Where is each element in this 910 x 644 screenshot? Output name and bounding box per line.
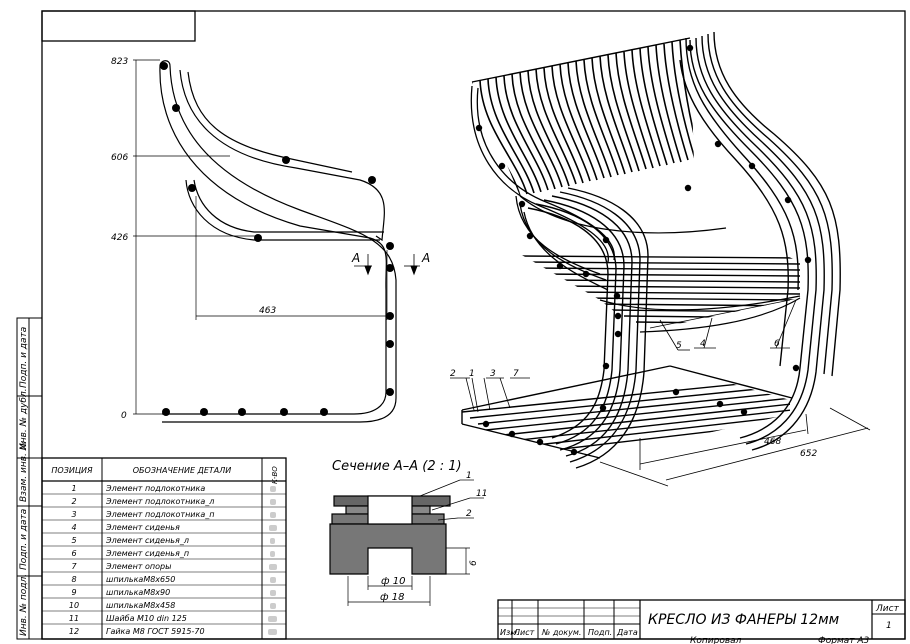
table-row-5-name: Элемент сиденья_л — [105, 536, 189, 545]
table-row-1-pos: 1 — [71, 484, 76, 493]
table-row-11-name: Шайба М10 din 125 — [106, 614, 187, 623]
section-dim-6: 6 — [469, 560, 479, 566]
iso-callout-1: 1 — [469, 369, 475, 379]
side-label-sign-date: Подп. и дата — [19, 327, 29, 388]
table-row-2-pos: 2 — [71, 497, 76, 506]
table-row-4-name: Элемент сиденья — [105, 523, 180, 532]
table-row-6-pos: 6 — [71, 549, 76, 558]
tb-col-doc: № докум. — [541, 628, 581, 637]
dim-606: 606 — [111, 153, 128, 163]
table-row-9-name: шпилькаМ8х90 — [106, 588, 170, 597]
table-row-3-pos: 3 — [71, 510, 76, 519]
parts-table — [41, 457, 287, 640]
section-title: Сечение А–А (2 : 1) — [332, 459, 462, 474]
tb-col-sign: Подп. — [588, 628, 612, 637]
tb-copied: Копировал — [690, 636, 742, 644]
dim-823: 823 — [111, 57, 128, 67]
side-view — [133, 59, 420, 423]
table-row-2-name: Элемент подлокотника_л — [105, 497, 214, 506]
qty-blurred-marks — [268, 486, 277, 635]
section-dim-d18: ф 18 — [380, 592, 404, 603]
table-header-pos: ПОЗИЦИЯ — [51, 466, 93, 475]
table-row-12-name: Гайка М8 ГОСТ 5915-70 — [106, 627, 205, 636]
section-callout-11: 11 — [476, 489, 487, 499]
title-block — [497, 599, 906, 640]
side-label-dupl: Инв. № дубл. — [19, 388, 29, 450]
iso-callout-3: 3 — [490, 369, 496, 379]
top-left-stamp — [41, 10, 196, 42]
table-row-4-pos: 4 — [71, 523, 76, 532]
iso-callout-5: 5 — [676, 341, 682, 351]
table-row-6-name: Элемент сиденья_п — [105, 549, 189, 558]
section-dim-d10: ф 10 — [381, 576, 405, 587]
tb-format: Формат А3 — [818, 636, 870, 644]
table-row-10-name: шпилькаМ8х458 — [106, 601, 175, 610]
table-row-5-pos: 5 — [71, 536, 76, 545]
tb-sheet-number: 1 — [886, 621, 892, 631]
table-row-3-name: Элемент подлокотника_п — [105, 510, 214, 519]
table-header-qty: К-ВО — [271, 466, 279, 484]
section-marker-left: А — [351, 251, 360, 265]
table-row-1-name: Элемент подлокотника — [105, 484, 205, 493]
section-callout-1: 1 — [466, 471, 472, 481]
section-view — [329, 479, 484, 606]
side-label-replace: Взам. инв. № — [19, 441, 29, 502]
iso-callout-4: 4 — [700, 339, 706, 349]
table-row-11-pos: 11 — [69, 614, 79, 623]
section-marker-right: А — [421, 251, 430, 265]
tb-sheet-label: Лист — [875, 604, 900, 614]
table-row-12-pos: 12 — [69, 627, 79, 636]
table-row-7-pos: 7 — [71, 562, 77, 571]
side-label-sign-date-2: Подп. и дата — [19, 509, 29, 570]
section-callout-2: 2 — [466, 509, 472, 519]
table-row-9-pos: 9 — [71, 588, 76, 597]
table-row-8-pos: 8 — [71, 575, 76, 584]
table-header-name: ОБОЗНАЧЕНИЕ ДЕТАЛИ — [133, 466, 232, 475]
iso-callout-2: 2 — [450, 369, 456, 379]
side-label-orig: Инв. № подл. — [19, 574, 29, 636]
drawing-title: КРЕСЛО ИЗ ФАНЕРЫ 12мм — [648, 612, 840, 628]
iso-dim-468: 468 — [764, 437, 781, 447]
iso-view — [450, 31, 871, 487]
table-row-7-name: Элемент опоры — [105, 562, 171, 571]
iso-callout-7: 7 — [513, 369, 519, 379]
dim-426: 426 — [111, 233, 128, 243]
iso-dim-652: 652 — [800, 449, 817, 459]
backrest-slats — [472, 39, 694, 196]
dim-463: 463 — [259, 306, 276, 316]
left-armrest — [470, 85, 615, 291]
dim-0: 0 — [121, 411, 127, 421]
tb-col-izm: Изм. — [500, 628, 519, 637]
tb-col-date: Дата — [616, 628, 638, 637]
tb-col-list: Лист — [513, 628, 535, 637]
table-row-8-name: шпилькаМ8х650 — [106, 575, 175, 584]
table-row-10-pos: 10 — [69, 601, 79, 610]
iso-callout-6: 6 — [774, 339, 780, 349]
